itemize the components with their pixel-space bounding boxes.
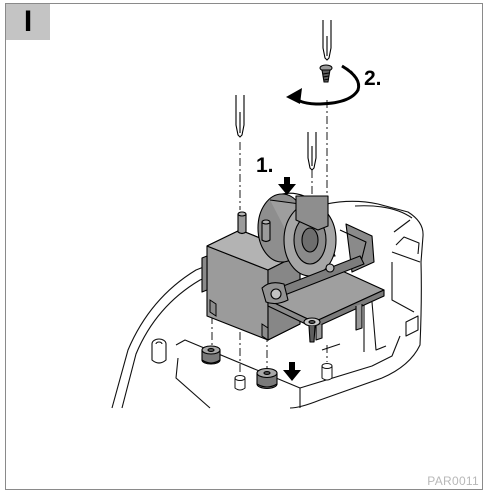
screwdriver-icon [235,20,332,171]
step-2-label: 2. [364,67,382,90]
press-arrow-icon [278,177,296,195]
rubber-grommets [201,345,278,390]
figure-code: PAR0011 [427,474,479,488]
motor-feet [209,299,269,341]
panel-label: I [6,4,50,40]
step-1-label: 1. [256,154,274,177]
housing-pins [234,363,333,391]
screw-icon [319,64,333,83]
down-arrow-icon [283,362,301,381]
rotate-arrow-icon [286,64,361,106]
motor-assembly [201,192,385,343]
housing-boss [151,338,167,364]
